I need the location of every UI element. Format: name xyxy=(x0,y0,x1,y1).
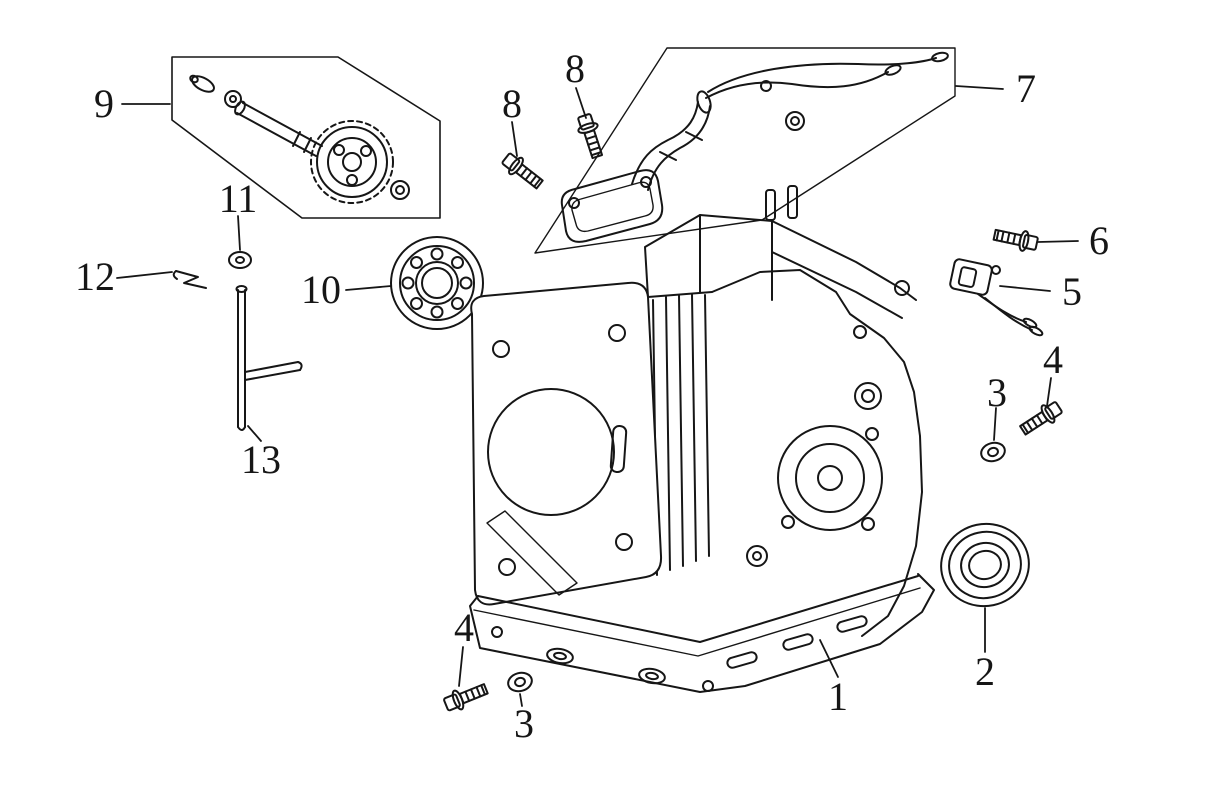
bolt-8-left xyxy=(498,149,547,194)
part-label-3: 3 xyxy=(987,370,1007,415)
breather-boundary xyxy=(534,47,956,254)
part-label-2: 2 xyxy=(975,649,995,694)
breather-tube-assembly xyxy=(560,51,949,243)
part-label-5: 5 xyxy=(1062,269,1082,314)
bolt-4-right xyxy=(1016,397,1066,440)
washer-3-right xyxy=(980,441,1006,463)
part-label-13: 13 xyxy=(241,437,281,482)
washer-part-11 xyxy=(228,251,252,269)
part-label-3: 3 xyxy=(514,701,534,746)
cylinder-block xyxy=(469,185,935,693)
washer-3-bottom xyxy=(507,671,533,693)
part-label-10: 10 xyxy=(301,267,341,312)
part-label-4: 4 xyxy=(1043,337,1063,382)
ball-bearing xyxy=(390,236,484,330)
part-label-1: 1 xyxy=(828,674,848,719)
part-label-7: 7 xyxy=(1016,66,1036,111)
part-label-8: 8 xyxy=(565,46,585,91)
leader-lines xyxy=(116,85,1079,707)
pulser-coil xyxy=(949,258,1044,337)
part-label-9: 9 xyxy=(94,81,114,126)
part-label-8: 8 xyxy=(502,81,522,126)
clip-part-12 xyxy=(172,270,207,289)
part-label-12: 12 xyxy=(75,254,115,299)
bolt-8-right xyxy=(573,111,608,161)
bolt-6 xyxy=(991,223,1040,255)
bolt-4-bottom xyxy=(441,678,491,716)
camshaft-assembly xyxy=(189,74,410,204)
part-label-11: 11 xyxy=(218,176,258,221)
part-label-6: 6 xyxy=(1089,218,1109,263)
part-label-4: 4 xyxy=(454,605,474,650)
guide-rod-part-13 xyxy=(235,285,303,431)
camshaft-box xyxy=(171,56,441,219)
oil-seal xyxy=(940,522,1030,608)
